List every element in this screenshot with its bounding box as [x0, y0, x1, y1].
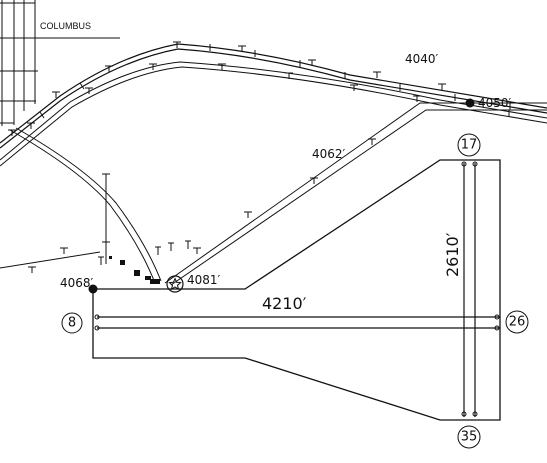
runway-end-35-label: 35: [461, 430, 478, 445]
elevation-diagonal-road: 4062′: [312, 147, 346, 161]
runway-8-26-length: 4210′: [262, 294, 307, 313]
town-label: COLUMBUS: [40, 21, 91, 31]
building: [109, 256, 112, 259]
runway-end-26-label: 26: [509, 315, 526, 330]
elevation-point-icon: [88, 284, 98, 294]
airfield-outline: [92, 159, 501, 421]
building: [120, 260, 125, 265]
runway-end-8: 8: [61, 312, 83, 334]
town-access-road: [9, 127, 162, 284]
elevation-road-north-1: 4040′: [405, 52, 439, 66]
elevation-road-north-2: 4050′: [478, 96, 512, 110]
beacon-star-icon: [166, 275, 184, 293]
building: [145, 276, 151, 280]
runway-end-8-label: 8: [68, 316, 76, 331]
elevation-beacon: 4081′: [187, 273, 221, 287]
runway-end-17: 17: [457, 133, 481, 157]
tree-symbols: [98, 240, 191, 265]
railroad: [0, 43, 547, 149]
power-line-poles: [8, 41, 513, 273]
town-street-grid: [0, 0, 120, 126]
building: [134, 270, 140, 276]
building: [150, 279, 160, 284]
diagonal-access-road: [164, 102, 547, 286]
runway-17-35-length: 2610′: [443, 232, 462, 277]
runway-end-26: 26: [505, 310, 529, 334]
elevation-runway-8-end: 4068′: [60, 276, 94, 290]
runway-8-26: [94, 314, 500, 331]
elevation-point-icon: [465, 98, 475, 108]
west-road: [0, 251, 101, 269]
buildings: [109, 256, 160, 284]
runway-end-17-label: 17: [461, 138, 478, 153]
runway-17-35: [461, 161, 478, 417]
runway-end-35: 35: [457, 425, 481, 449]
road-north: [0, 61, 547, 167]
